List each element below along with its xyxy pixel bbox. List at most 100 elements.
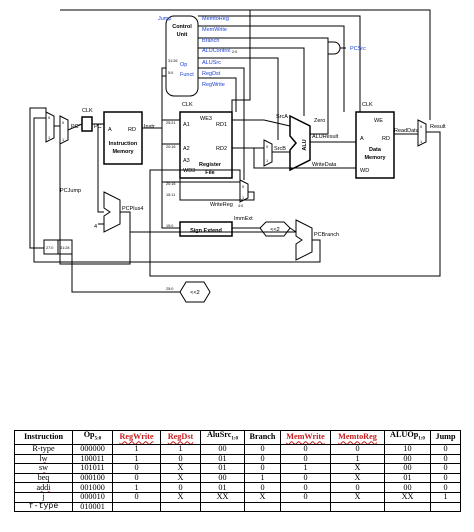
mux-alusrc-1: 1: [266, 159, 268, 163]
dmem-we: WE: [374, 118, 383, 124]
cell: X: [330, 492, 385, 503]
cell: 00: [384, 453, 431, 465]
table-row: beq 000100 0 X 00 1 0 X 01 0: [14, 472, 461, 484]
bits-27-0: 27:0: [46, 246, 53, 250]
cell: 000010: [72, 492, 113, 503]
cell: 000100: [72, 472, 113, 484]
signal-regwrite: RegWrite: [202, 82, 225, 88]
header-memwrite: MemWrite: [280, 429, 331, 446]
pcjump-mux: [45, 111, 55, 143]
cell: [280, 501, 331, 513]
cell: 0: [330, 444, 385, 455]
pc-prime-label: PC': [71, 124, 80, 130]
data-memory: [355, 111, 395, 179]
row-name: addi: [14, 482, 73, 493]
table-row: sw 101011 0 X 01 0 1 X 00 0: [14, 463, 461, 474]
header-branch: Branch: [244, 429, 281, 446]
cell: [330, 501, 385, 513]
alu-label: ALU: [302, 139, 308, 150]
mux-regdst-1: 1: [242, 196, 244, 200]
cell: 0: [112, 472, 161, 484]
dmem-a: A: [360, 136, 364, 142]
header-regwrite: RegWrite: [112, 429, 161, 446]
const-four: 4: [94, 224, 97, 230]
cell: 1: [244, 472, 281, 484]
cell: X: [330, 472, 385, 484]
imem-rd: RD: [128, 127, 136, 133]
table-row: lw 100011 1 0 01 0 0 1 00 0: [14, 453, 461, 465]
sign-extend-label: Sign Extend: [190, 228, 222, 234]
cell: 0: [160, 453, 201, 465]
writereg-bits: 4:0: [238, 204, 243, 208]
clk-pc: CLK: [82, 108, 93, 114]
cell: 0: [280, 453, 331, 465]
cell: 00: [200, 472, 245, 484]
dmem-wd: WD: [360, 168, 369, 174]
cell: 0: [280, 472, 331, 484]
bits-25-21: 25:21: [166, 121, 176, 125]
cell: 0: [244, 453, 281, 465]
cell: 01: [384, 472, 431, 484]
rf-we3: WE3: [200, 116, 212, 122]
header-aluop: ALUOp1:0: [384, 429, 431, 446]
cell: XX: [200, 492, 245, 503]
signal-alucontrol-bits: 2:0: [232, 50, 237, 54]
control-op-label: Op: [180, 62, 187, 68]
cell: [384, 501, 431, 513]
cell: 1: [430, 492, 461, 503]
row-name: j: [14, 492, 73, 503]
cell: 1: [112, 482, 161, 493]
rf-title: Register: [199, 162, 222, 168]
pcplus4-label: PCPlus4: [122, 206, 143, 212]
cell: [244, 501, 281, 513]
cell: 0: [112, 492, 161, 503]
table-row: f-type 010001: [14, 501, 461, 513]
cell: X: [330, 463, 385, 474]
cell: [430, 501, 461, 513]
cell: 000000: [72, 444, 113, 455]
bits-31-28: 31:28: [60, 246, 70, 250]
table-row: R-type 000000 1 1 00 0 0 0 10 0: [14, 444, 461, 455]
cell: 01: [200, 463, 245, 474]
rf-wd3: WD3: [183, 168, 195, 174]
rf-a3: A3: [183, 158, 190, 164]
control-unit: [165, 15, 199, 97]
header-instruction: Instruction: [14, 429, 73, 446]
writereg-label: WriteReg: [210, 202, 233, 208]
signal-pcsrc: PCSrc: [350, 46, 366, 52]
cell: 1: [280, 463, 331, 474]
clk-rf: CLK: [182, 102, 193, 108]
cell: 1: [330, 453, 385, 465]
cell: 0: [160, 482, 201, 493]
cell: 001000: [72, 482, 113, 493]
alusrc-mux: [263, 139, 273, 167]
imem-a: A: [108, 127, 112, 133]
cell: 100011: [72, 453, 113, 465]
shift-left-imm-label: <<2: [270, 227, 279, 233]
cell: 0: [112, 463, 161, 474]
and-gate: [327, 41, 341, 55]
result-label: Result: [430, 124, 446, 130]
cell: 01: [200, 482, 245, 493]
row-name: beq: [14, 472, 73, 484]
bits-20-16-b: 20:16: [166, 182, 176, 186]
mux-alusrc-0: 0: [266, 145, 268, 149]
mux-pcsrc-0: 0: [62, 121, 64, 125]
bits-25-0: 25:0: [166, 287, 173, 291]
imem-title: Instruction: [109, 141, 138, 147]
cell: 0: [244, 463, 281, 474]
bits-15-0: 15:0: [166, 224, 173, 228]
instr-label: Instr: [144, 124, 155, 130]
pc-label: PC: [94, 124, 102, 130]
immext-label: ImmExt: [234, 216, 253, 222]
dmem-title: Data: [369, 147, 382, 153]
row-name: f-type: [14, 501, 73, 513]
shift-left-jump-label: <<2: [190, 290, 199, 296]
memtoreg-mux: [417, 119, 427, 147]
cell: XX: [384, 492, 431, 503]
pcjump-label: PCJump: [60, 188, 81, 194]
regdst-mux: [239, 179, 249, 203]
signal-memtoreg: MemtoReg: [202, 16, 229, 22]
header-regdst: RegDst: [160, 429, 201, 446]
cell: [200, 501, 245, 513]
